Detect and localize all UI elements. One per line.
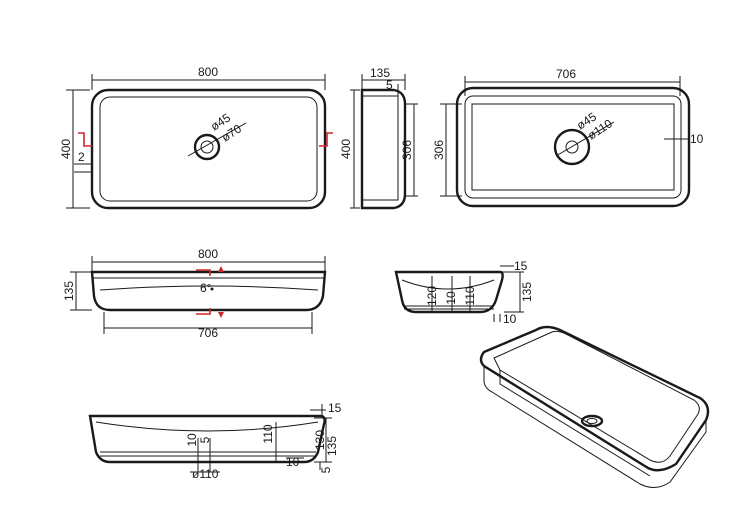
top-outer-height-label: 400 <box>59 139 73 159</box>
section-front-inner-label: 110 <box>261 424 275 443</box>
basin-inner-outline <box>99 96 318 202</box>
section-front-depth-label: 130 <box>313 430 327 450</box>
front-body-outline <box>90 270 327 312</box>
top-view-inner: 706 306 ø45 ø110 10 <box>432 67 704 208</box>
top-inner-width-label: 706 <box>556 67 576 81</box>
drain-hole-circle <box>565 140 579 154</box>
section-front-base-label: 10 <box>185 433 199 447</box>
section-side-depth-label: 120 <box>425 286 439 306</box>
section-front-ledge-label: 10 <box>286 455 300 469</box>
side-rim-label: 5 <box>386 78 393 92</box>
isometric-bowl-outline <box>493 330 700 463</box>
section-side: 120 10 110 15 135 10 <box>394 259 534 326</box>
drain-inner-circle <box>200 140 214 154</box>
top-inner-height-label: 306 <box>432 140 446 160</box>
isometric-view <box>479 325 710 488</box>
drain-flange-circle <box>553 128 591 166</box>
section-front-rim-label: 15 <box>328 401 342 415</box>
isometric-drain <box>580 414 604 428</box>
side-body-outline <box>360 88 407 210</box>
side-inner-height-label: 306 <box>400 140 414 160</box>
top-outer-side-label: 2 <box>78 150 85 164</box>
top-outer-width-label: 800 <box>198 65 218 79</box>
front-width-label: 800 <box>198 247 218 261</box>
section-side-base-label: 10 <box>444 291 458 305</box>
section-front-drain-offset-label: 5 <box>198 436 212 443</box>
front-slope-label: 6° <box>200 281 212 295</box>
front-height-label: 135 <box>62 281 76 301</box>
front-view: 800 135 6° 706 <box>62 247 327 340</box>
side-view: 135 5 400 306 <box>339 66 418 210</box>
section-side-inner-label: 110 <box>463 286 477 305</box>
inner-view-outer-outline <box>455 86 691 208</box>
section-side-height-label: 135 <box>520 282 534 302</box>
side-depth-label: 135 <box>370 66 390 80</box>
section-front-body <box>88 414 326 464</box>
section-front-outer-depth-label: 135 <box>325 436 339 456</box>
side-height-label: 400 <box>339 139 353 159</box>
section-front-drain-label: ø110 <box>192 467 219 481</box>
top-view-outer: 800 400 2 ø45 ø70 <box>59 65 333 210</box>
front-inner-width-label: 706 <box>198 326 218 340</box>
section-front: 10 5 110 15 130 135 5 10 ø110 <box>88 401 342 481</box>
drain-outer-circle <box>193 133 221 161</box>
basin-outer-outline <box>90 88 327 210</box>
section-front-bottom-label: 5 <box>319 466 333 473</box>
top-inner-wall-label: 10 <box>690 132 704 146</box>
section-side-rim-label: 15 <box>514 259 528 273</box>
inner-view-bowl-outline <box>471 103 675 191</box>
section-side-bottom-label: 10 <box>503 312 517 326</box>
